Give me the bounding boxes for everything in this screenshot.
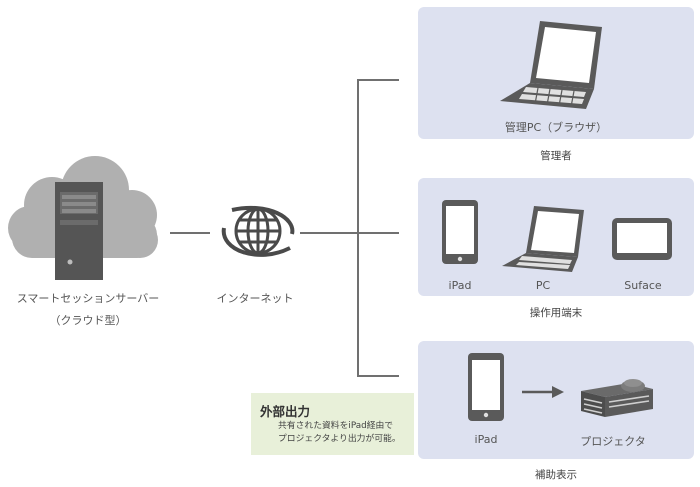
display-ipad-label: iPad bbox=[474, 433, 498, 446]
globe-icon bbox=[221, 205, 295, 257]
tablet-icon bbox=[468, 353, 504, 421]
arrow-right-icon bbox=[522, 386, 564, 398]
connector-server-internet bbox=[170, 232, 210, 234]
surface-label: Suface bbox=[624, 279, 662, 292]
internet-label: インターネット bbox=[216, 292, 294, 305]
branch-devices bbox=[357, 232, 399, 234]
branch-admin bbox=[357, 79, 399, 81]
projector-icon bbox=[581, 379, 653, 417]
surface-tablet-icon bbox=[612, 218, 672, 260]
ipad-label: iPad bbox=[448, 279, 472, 292]
server-sublabel: （クラウド型） bbox=[49, 314, 127, 327]
laptop-icon bbox=[502, 206, 584, 272]
branch-display bbox=[357, 375, 399, 377]
note-line-1: 共有された資料をiPad経由で bbox=[278, 421, 394, 431]
devices-caption: 操作用端末 bbox=[529, 307, 583, 319]
admin-pc-label: 管理PC（ブラウザ） bbox=[504, 121, 608, 134]
display-panel: iPad プロジェクタ bbox=[418, 341, 694, 459]
tablet-icon bbox=[442, 200, 478, 264]
connector-internet-trunk bbox=[300, 232, 357, 234]
laptop-icon bbox=[500, 21, 602, 109]
note-line-2: プロジェクタより出力が可能。 bbox=[278, 434, 401, 444]
note-title: 外部出力 bbox=[260, 404, 311, 419]
devices-panel: iPad PC Suface bbox=[418, 178, 694, 296]
display-caption: 補助表示 bbox=[535, 469, 577, 481]
pc-label: PC bbox=[535, 279, 551, 292]
external-output-note: 外部出力 共有された資料をiPad経由で プロジェクタより出力が可能。 bbox=[251, 393, 414, 455]
trunk-line bbox=[357, 79, 359, 377]
projector-label: プロジェクタ bbox=[580, 435, 646, 448]
server-label: スマートセッションサーバー bbox=[16, 292, 160, 305]
admin-caption: 管理者 bbox=[540, 150, 572, 162]
admin-panel: 管理PC（ブラウザ） bbox=[418, 7, 694, 139]
note-body: 共有された資料をiPad経由で プロジェクタより出力が可能。 bbox=[278, 420, 401, 446]
cloud-server-icon bbox=[8, 156, 158, 280]
